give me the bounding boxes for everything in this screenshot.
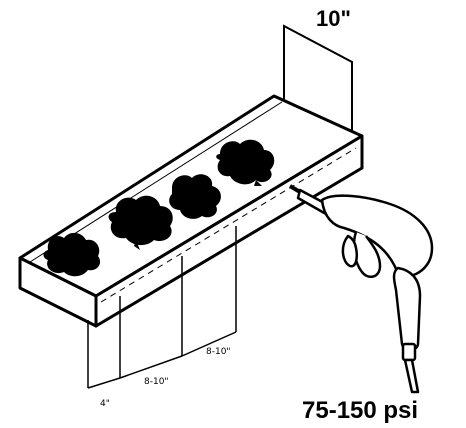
- spray-gun-icon: [296, 188, 434, 394]
- spray-spot-3: [169, 174, 221, 219]
- spacing-label-1: 8-10": [144, 377, 169, 387]
- board-end-face: [18, 256, 98, 328]
- spray-spots: [43, 139, 275, 277]
- spray-spot-4: [216, 139, 275, 185]
- edge-distance-label: 4": [100, 399, 110, 409]
- spray-spot-1: [43, 232, 101, 277]
- pressure-label: 75-150 psi: [302, 397, 418, 424]
- injection-hole: [288, 184, 302, 194]
- board-width-label: 10": [316, 6, 351, 31]
- measurement-lines: [87, 226, 237, 389]
- spacing-label-2: 8-10": [206, 347, 231, 357]
- spray-spot-2: [108, 195, 173, 246]
